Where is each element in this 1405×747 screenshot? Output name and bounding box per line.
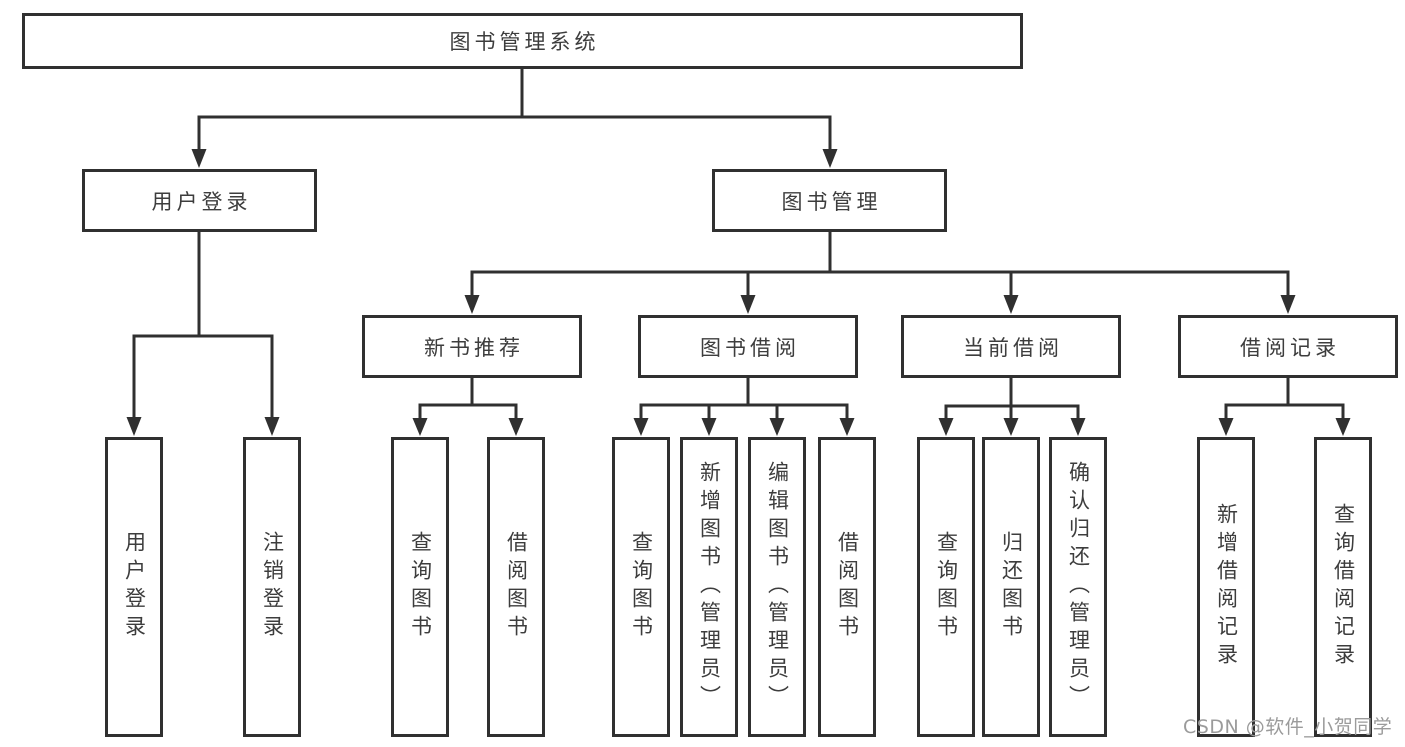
leaf-logout: 注销登录: [243, 437, 301, 737]
node-label: 当前借阅: [963, 335, 1063, 360]
leaf-query-books: 查询图书: [391, 437, 449, 737]
leaf-add-books-admin: 新增图书（管理员）: [680, 437, 738, 737]
leaf-borrow-books: 借阅图书: [487, 437, 545, 737]
leaf-borrow-books: 借阅图书: [818, 437, 876, 737]
node-label: 查询图书: [629, 531, 654, 643]
node-label: 查询图书: [934, 531, 959, 643]
node-label: 图书管理: [781, 189, 882, 214]
leaf-add-borrow-record: 新增借阅记录: [1197, 437, 1255, 737]
node-label: 用户登录: [122, 531, 147, 643]
csdn-watermark: CSDN @软件_小贺同学: [1183, 716, 1393, 738]
node-label: 确认归还（管理员）: [1066, 461, 1091, 713]
node-label: 编辑图书（管理员）: [765, 461, 790, 713]
node-library-management-system: 图书管理系统: [22, 13, 1023, 69]
node-label: 借阅图书: [504, 531, 529, 643]
node-label: 用户登录: [151, 189, 252, 214]
node-label: 查询图书: [408, 531, 433, 643]
leaf-return-books: 归还图书: [982, 437, 1040, 737]
leaf-user-login: 用户登录: [105, 437, 163, 737]
node-label: 新增借阅记录: [1214, 503, 1239, 671]
node-label: 图书借阅: [700, 335, 800, 360]
node-label: 注销登录: [260, 531, 285, 643]
node-label: 借阅记录: [1240, 335, 1340, 360]
leaf-edit-books-admin: 编辑图书（管理员）: [748, 437, 806, 737]
leaf-query-borrow-record: 查询借阅记录: [1314, 437, 1372, 737]
node-label: 新书推荐: [424, 335, 524, 360]
node-label: 查询借阅记录: [1331, 503, 1356, 671]
node-user-login: 用户登录: [82, 169, 317, 232]
node-label: 归还图书: [999, 531, 1024, 643]
leaf-query-books: 查询图书: [612, 437, 670, 737]
arrowhead-icons: [126, 149, 1351, 436]
leaf-query-books: 查询图书: [917, 437, 975, 737]
node-label: 图书管理系统: [449, 30, 600, 54]
node-new-book-recommend: 新书推荐: [362, 315, 582, 378]
leaf-confirm-return-admin: 确认归还（管理员）: [1049, 437, 1107, 737]
node-current-borrow: 当前借阅: [901, 315, 1121, 378]
node-label: 借阅图书: [835, 531, 860, 643]
node-borrow-records: 借阅记录: [1178, 315, 1398, 378]
node-label: 新增图书（管理员）: [697, 461, 722, 713]
node-book-management: 图书管理: [712, 169, 947, 232]
node-book-borrow: 图书借阅: [638, 315, 858, 378]
